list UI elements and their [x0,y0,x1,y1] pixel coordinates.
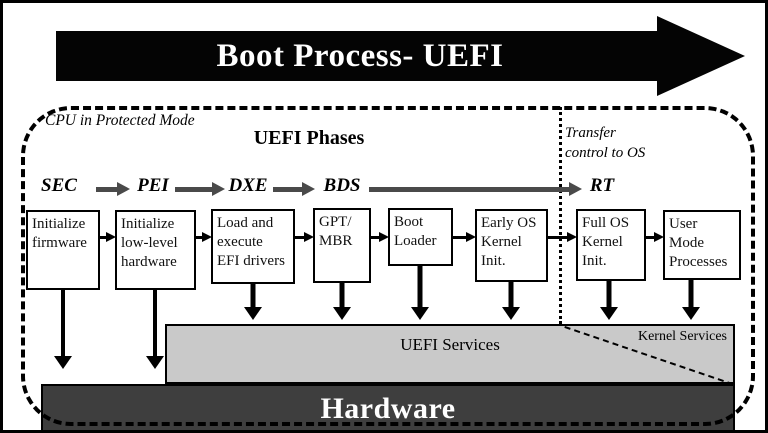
banner-title: Boot Process- UEFI [216,37,504,74]
step-box-load-efi-drivers: Load and execute EFI drivers [211,209,295,284]
flow-arrow-7-8 [645,231,664,244]
hardware-bar: Hardware [41,384,735,430]
kernel-services-label: Kernel Services [637,329,727,344]
step-box-boot-loader: Boot Loader [388,208,453,266]
hardware-label: Hardware [320,391,456,425]
phase-label-sec: SEC [41,175,77,196]
down-arrow-boot-loader-services [411,266,429,320]
phase-arrow-pei-dxe [175,182,225,196]
flow-arrow-2-3 [195,231,212,244]
down-arrow-hardware-init-hardware [146,290,164,369]
flow-arrow-4-5 [370,231,389,244]
step-box-user-mode-processes: User Mode Processes [663,210,741,280]
phase-arrow-sec-pei [96,182,130,196]
phase-label-dxe: DXE [228,175,268,196]
flow-arrow-1-2 [99,231,116,244]
transfer-control-line1: Transfer [565,125,616,141]
uefi-services-label: UEFI Services [400,335,500,354]
down-arrow-early-os-services [502,282,520,320]
uefi-services-bar: UEFI Services Kernel Services [165,324,735,384]
transfer-control-line2: control to OS [565,145,646,161]
phase-arrow-dxe-bds [273,182,315,196]
transfer-control-label: Transfer control to OS [565,123,645,163]
down-arrow-efi-drivers-services [244,284,262,320]
uefi-phases-title: UEFI Phases [253,127,365,149]
os-transfer-divider [559,107,562,324]
down-arrow-user-mode-services [682,280,700,320]
phase-arrow-bds-rt [369,182,582,196]
phase-label-bds: BDS [323,175,361,196]
down-arrow-full-os-services [600,281,618,320]
step-box-early-os-kernel-init: Early OS Kernel Init. [475,209,548,282]
banner-arrow-body: Boot Process- UEFI [56,31,658,81]
step-box-initialize-firmware: Initialize firmware [26,210,100,290]
phase-label-rt: RT [589,175,615,196]
down-arrow-gpt-mbr-services [333,283,351,320]
step-box-gpt-mbr: GPT/ MBR [313,208,371,283]
flow-arrow-3-4 [294,231,314,244]
flow-arrow-6-7 [547,231,577,244]
step-box-full-os-kernel-init: Full OS Kernel Init. [576,209,646,281]
step-box-initialize-hardware: Initialize low-level hardware [115,210,196,290]
phase-label-pei: PEI [137,175,169,196]
cpu-mode-label: CPU in Protected Mode [45,112,195,129]
down-arrow-firmware-hardware [54,290,72,369]
flow-arrow-5-6 [452,231,476,244]
banner-arrow-head-icon [657,16,745,96]
